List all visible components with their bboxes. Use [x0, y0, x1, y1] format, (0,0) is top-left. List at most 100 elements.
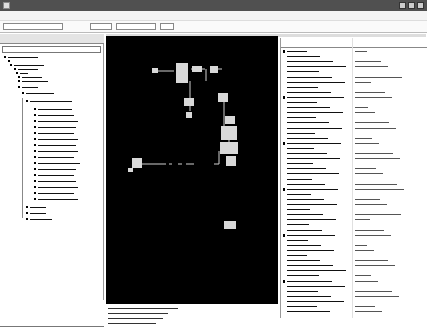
property-row[interactable] [281, 183, 427, 187]
property-value[interactable] [355, 158, 400, 160]
property-value[interactable] [355, 295, 399, 297]
tree-expander-icon[interactable] [34, 168, 36, 170]
property-value[interactable] [355, 234, 391, 236]
diagram-nodes[interactable] [128, 63, 238, 229]
property-row[interactable] [281, 127, 427, 131]
tree-expander-icon[interactable] [4, 56, 6, 58]
property-value[interactable] [355, 219, 370, 221]
property-row[interactable] [281, 310, 427, 314]
toolbar-group-3[interactable] [116, 23, 156, 30]
property-row[interactable] [281, 55, 427, 59]
diagram-node[interactable] [184, 98, 194, 106]
tree-item[interactable] [26, 99, 72, 103]
property-row[interactable] [281, 249, 427, 253]
property-row[interactable] [281, 147, 427, 151]
diagram-node[interactable] [226, 156, 236, 166]
tree-expander-icon[interactable] [18, 76, 20, 78]
toolbar-group-4[interactable] [160, 23, 174, 30]
property-value[interactable] [355, 214, 401, 216]
property-row[interactable] [281, 91, 427, 95]
toolbar-group-1[interactable] [3, 23, 63, 30]
tree-expander-icon[interactable] [34, 108, 36, 110]
tree-item[interactable] [34, 191, 74, 195]
tree-expander-icon[interactable] [34, 132, 36, 134]
tree-item[interactable] [22, 91, 54, 95]
property-value[interactable] [355, 229, 384, 231]
property-value[interactable] [355, 280, 378, 282]
property-row[interactable] [281, 274, 427, 278]
property-value[interactable] [355, 173, 383, 175]
property-row[interactable] [281, 60, 427, 64]
tree-item[interactable] [34, 143, 76, 147]
property-row[interactable] [281, 50, 427, 54]
tree-item[interactable] [10, 63, 44, 67]
property-row[interactable] [281, 81, 427, 85]
tree-expander-icon[interactable] [26, 100, 28, 102]
property-value[interactable] [355, 96, 392, 98]
tree-expander-icon[interactable] [34, 162, 36, 164]
tree-item[interactable] [34, 125, 76, 129]
toolbar-group-2[interactable] [90, 23, 112, 30]
property-value[interactable] [355, 244, 367, 246]
diagram-svg[interactable] [106, 36, 278, 304]
property-value[interactable] [355, 311, 382, 313]
tree-expander-icon[interactable] [34, 114, 36, 116]
property-value[interactable] [355, 153, 393, 154]
tree-expander-icon[interactable] [16, 72, 18, 74]
tree-item[interactable] [34, 113, 74, 117]
property-row[interactable] [281, 95, 427, 100]
property-row[interactable] [281, 152, 427, 156]
property-value[interactable] [355, 81, 371, 83]
tree-expander-icon[interactable] [10, 64, 12, 66]
diagram-node[interactable] [192, 66, 202, 72]
property-row[interactable] [281, 264, 427, 268]
property-value[interactable] [355, 61, 381, 63]
tree-item[interactable] [18, 75, 42, 79]
tree-item[interactable] [8, 59, 12, 63]
property-value[interactable] [355, 198, 380, 200]
property-row[interactable] [281, 305, 427, 309]
property-row[interactable] [281, 254, 427, 258]
property-row[interactable] [281, 244, 427, 248]
property-row[interactable] [281, 162, 427, 166]
tree-expander-icon[interactable] [14, 68, 16, 70]
diagram-node[interactable] [221, 126, 237, 140]
tree-expander-icon[interactable] [26, 206, 28, 208]
property-row[interactable] [281, 198, 427, 202]
tree-filter-input[interactable] [2, 46, 101, 53]
tree-item[interactable] [34, 173, 74, 177]
property-row[interactable] [281, 229, 427, 233]
tree-item[interactable] [34, 197, 78, 201]
property-row[interactable] [281, 70, 427, 74]
tree-expander-icon[interactable] [22, 92, 24, 94]
property-row[interactable] [281, 269, 427, 273]
tree-item[interactable] [18, 85, 38, 89]
property-row[interactable] [281, 279, 427, 284]
property-row[interactable] [281, 239, 427, 243]
tree-item[interactable] [4, 55, 38, 59]
diagram-canvas[interactable] [106, 36, 278, 304]
tree-expander-icon[interactable] [34, 192, 36, 194]
tree-item[interactable] [34, 167, 76, 171]
tree-item[interactable] [34, 107, 72, 111]
property-row[interactable] [281, 285, 427, 289]
property-row[interactable] [281, 187, 427, 192]
property-value[interactable] [355, 260, 388, 262]
tree-expander-icon[interactable] [26, 212, 28, 214]
tree-item[interactable] [34, 161, 80, 165]
property-row[interactable] [281, 86, 427, 90]
property-value[interactable] [355, 51, 367, 52]
tree-expander-icon[interactable] [34, 186, 36, 188]
property-row[interactable] [281, 76, 427, 80]
tree-item[interactable] [34, 119, 78, 123]
property-value[interactable] [355, 137, 372, 139]
property-value[interactable] [355, 142, 379, 144]
property-row[interactable] [281, 121, 427, 125]
property-row[interactable] [281, 172, 427, 176]
tree-expander-icon[interactable] [8, 60, 10, 62]
minimize-icon[interactable] [399, 2, 406, 9]
property-row[interactable] [281, 259, 427, 263]
tree-item[interactable] [34, 149, 78, 153]
property-value[interactable] [355, 290, 392, 292]
tree-item[interactable] [26, 205, 46, 209]
